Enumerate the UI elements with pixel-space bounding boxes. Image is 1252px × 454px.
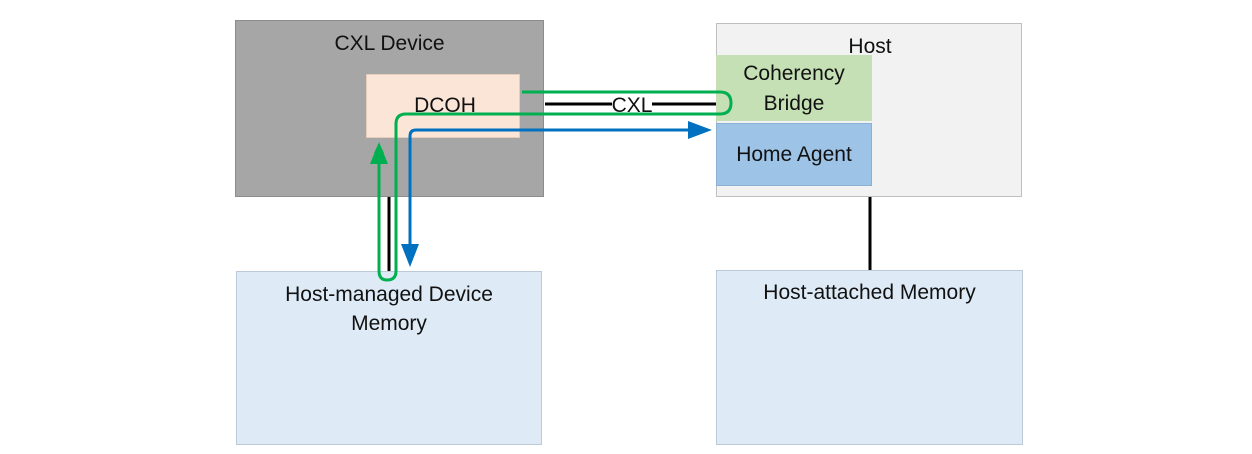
coherency-bridge-box <box>716 55 872 121</box>
dcoh-label: DCOH <box>414 94 476 117</box>
cxl-link-label: CXL <box>612 94 653 117</box>
dcoh-box <box>366 74 520 138</box>
host-title: Host <box>848 35 892 58</box>
home-agent-label: Home Agent <box>736 143 852 166</box>
host-managed-memory-label-line2: Memory <box>351 312 427 335</box>
cxl-device-title: CXL Device <box>334 32 445 55</box>
green-snoop-path <box>374 90 733 282</box>
blue-arrow-head-right <box>688 121 712 139</box>
home-agent-box <box>716 123 872 186</box>
blue-arrow-head-down <box>401 244 419 267</box>
blue-request-path <box>408 128 700 248</box>
green-arrow-head <box>370 142 388 164</box>
host-managed-memory-label-line1: Host-managed Device <box>285 283 493 306</box>
host-attached-memory-label: Host-attached Memory <box>763 281 976 304</box>
cxl-link-label-bg <box>612 93 652 115</box>
coherency-bridge-label-line2: Bridge <box>763 92 825 115</box>
host-attached-memory-box <box>716 270 1023 445</box>
host-managed-device-memory-box <box>236 271 542 445</box>
coherency-bridge-label-line1: Coherency <box>743 62 845 85</box>
